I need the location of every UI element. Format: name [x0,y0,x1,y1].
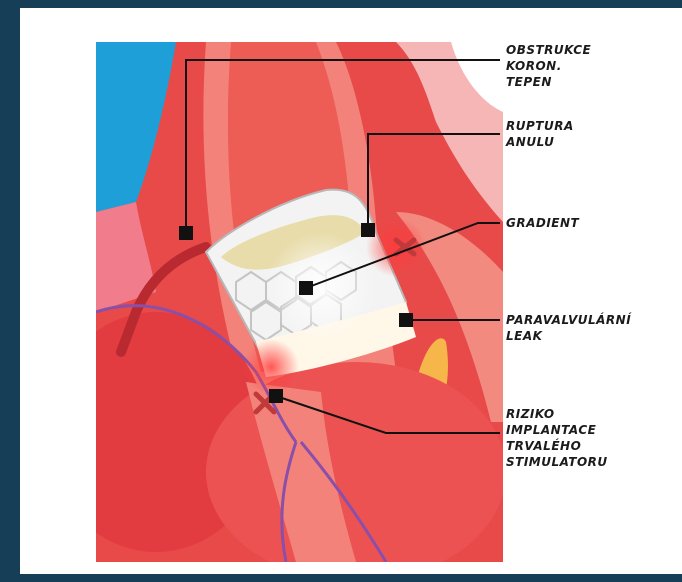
label-line: IMPLANTACE [506,422,608,438]
label-line: RIZIKO [506,406,608,422]
label-leak: PARAVALVULÁRNÍ LEAK [506,312,631,344]
tavi-illustration [96,42,503,562]
label-line: TEPEN [506,74,591,90]
diagram-panel: OBSTRUKCE KORON. TEPEN RUPTURA ANULU GRA… [20,8,682,574]
gradient-glow [266,232,376,342]
label-line: ANULU [506,134,574,150]
label-line: RUPTURA [506,118,574,134]
conduction-glow [243,339,299,395]
label-line: OBSTRUKCE [506,42,591,58]
rupture-glow [366,217,426,277]
label-obstruction: OBSTRUKCE KORON. TEPEN [506,42,591,90]
label-line: LEAK [506,328,631,344]
label-risk: RIZIKO IMPLANTACE TRVALÉHO STIMULATORU [506,406,608,470]
label-rupture: RUPTURA ANULU [506,118,574,150]
label-gradient: GRADIENT [506,215,579,231]
label-line: GRADIENT [506,215,579,231]
label-line: STIMULATORU [506,454,608,470]
label-line: KORON. [506,58,591,74]
label-line: TRVALÉHO [506,438,608,454]
label-line: PARAVALVULÁRNÍ [506,312,631,328]
